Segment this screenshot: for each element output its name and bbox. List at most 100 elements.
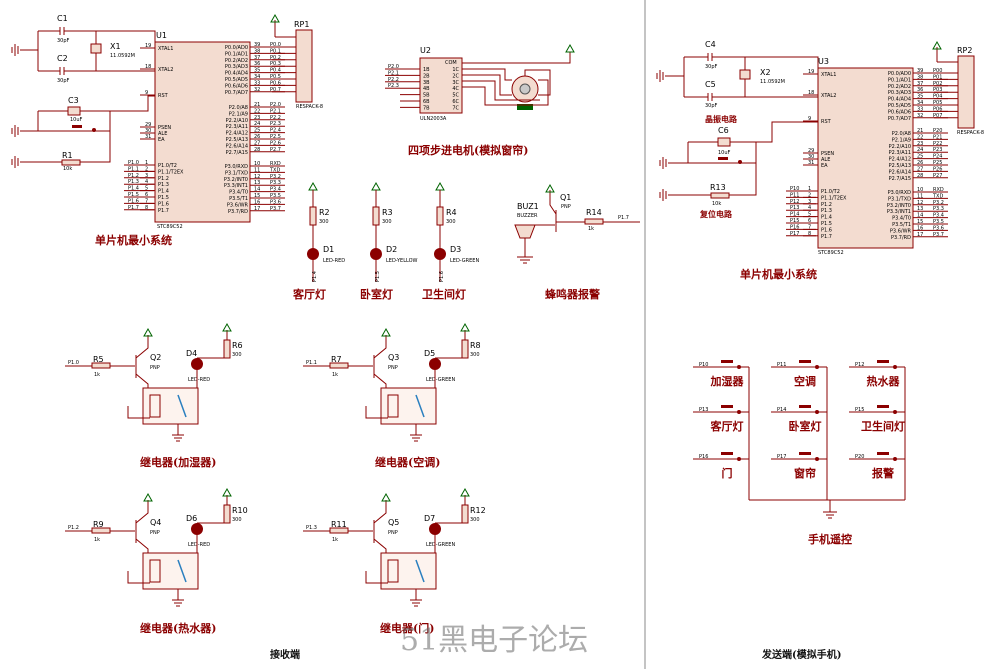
relay-led-resistor xyxy=(461,339,469,359)
relay-r-value: 1k xyxy=(94,372,100,378)
u1-pinnum: 23 xyxy=(254,115,260,121)
u3-pinnum: 14 xyxy=(917,213,923,219)
u1-body xyxy=(154,41,251,223)
relay-rr-value: 300 xyxy=(470,352,480,358)
u1-pinnum: 36 xyxy=(254,61,260,67)
u1-net-label: P0.3 xyxy=(270,61,281,67)
u3-net-label: P06 xyxy=(933,106,942,112)
u3-body xyxy=(817,67,914,249)
u1-pinnum: 11 xyxy=(254,167,260,173)
u3-pinnum: 31 xyxy=(808,160,814,166)
lamp-r-ref: R3 xyxy=(382,208,393,217)
u3-pin-p0-0-ad0: P0.0/AD0 xyxy=(888,71,911,77)
uln-out-2C: 2C xyxy=(452,73,459,79)
u3-pin-ea: EA xyxy=(821,163,828,169)
u1-net-label: P2.1 xyxy=(270,108,281,114)
uln-net: P2.2 xyxy=(388,77,399,83)
relay-contact xyxy=(415,559,425,583)
key-net-label: P11 xyxy=(777,362,786,368)
key-label: 空调 xyxy=(794,374,816,388)
relay-net: P1.1 xyxy=(306,360,317,366)
u1-pinnum: 39 xyxy=(254,42,260,48)
u3-pinnum: 9 xyxy=(808,116,811,122)
u1-pin-p1-5: P1.5 xyxy=(158,195,169,201)
relay-led xyxy=(429,358,441,370)
p1-net-label: P1.7 xyxy=(128,205,139,211)
u3-pin-p0-3-ad3: P0.3/AD3 xyxy=(888,90,911,96)
relay-r-value: 1k xyxy=(94,537,100,543)
relay-led-type: LED-RED xyxy=(188,542,210,548)
relay-net: P1.0 xyxy=(68,360,79,366)
u1-net-label: P2.4 xyxy=(270,128,281,134)
u1-net-label: P3.2 xyxy=(270,174,281,180)
label-stepper: 四项步进电机(模拟窗帘) xyxy=(408,143,528,157)
lamp-led xyxy=(370,248,382,260)
u3-pinnum: 5 xyxy=(808,212,811,218)
u1-net-label: P3.7 xyxy=(270,206,281,212)
relay-q-type: PNP xyxy=(388,530,398,536)
u1-pin-p1-7: P1.7 xyxy=(158,208,169,214)
u3-net-label: RXD xyxy=(933,187,944,193)
u2-ref: U2 xyxy=(420,46,431,55)
u1-pinnum: 8 xyxy=(145,205,148,211)
vcc-symbol xyxy=(460,322,470,332)
u3-pin-p2-1-a9: P2.1/A9 xyxy=(892,137,911,143)
c2-value: 30pF xyxy=(57,78,70,84)
u3-pinnum: 38 xyxy=(917,74,923,80)
u3-net-label: P00 xyxy=(933,68,942,74)
p1-net-label: P1.4 xyxy=(128,186,139,192)
vcc-symbol xyxy=(381,327,391,337)
lamp-group: R2300D1LED-REDP1.4R3300D2LED-YELLOWP1.5R… xyxy=(307,181,479,282)
relay-coil xyxy=(387,394,399,418)
u3-part: STC89C52 xyxy=(818,250,844,256)
u3-pin-p3-4-t0: P3.4/T0 xyxy=(892,216,911,222)
p1-net-label: P1.0 xyxy=(128,160,139,166)
r13-ref: R13 xyxy=(710,183,726,192)
u1-pinnum: 26 xyxy=(254,134,260,140)
key-label: 客厅灯 xyxy=(710,419,744,433)
u1-pinnum: 5 xyxy=(145,186,148,192)
u1-pin-xtal1: XTAL1 xyxy=(158,46,173,52)
u3-pin-rst: RST xyxy=(821,119,832,125)
c3-value: 10uF xyxy=(70,117,83,123)
crystal-circuit-right: C4 30pF C5 30pF X2 11.0592M 晶振电路 xyxy=(656,40,819,124)
key-p11[interactable]: P11 空调 xyxy=(771,360,827,388)
relay-q-ref: Q2 xyxy=(150,353,161,362)
relay-q-type: PNP xyxy=(388,365,398,371)
u1-pin-p2-5-a13: P2.5/A13 xyxy=(226,137,248,143)
uln-out-1C: 1C xyxy=(452,67,459,73)
relay-led-type: LED-GREEN xyxy=(426,377,455,383)
u1-pinnum: 6 xyxy=(145,192,148,198)
relay-q-ref: Q4 xyxy=(150,518,161,527)
relay-rr-ref: R6 xyxy=(232,341,243,350)
u3-pin-p0-5-ad5: P0.5/AD5 xyxy=(888,103,911,109)
u1-pinnum: 13 xyxy=(254,180,260,186)
x1-value: 11.0592M xyxy=(110,53,135,59)
lamp-led-type: LED-YELLOW xyxy=(386,258,418,264)
relay-contact xyxy=(177,559,187,583)
relay-led xyxy=(191,523,203,535)
u3-pinnum: 21 xyxy=(917,128,923,134)
u3-net-label: P3.2 xyxy=(933,200,944,206)
u3-pinnum: 22 xyxy=(917,134,923,140)
u1-pinnum: 3 xyxy=(145,173,148,179)
u1-pin-p3-5-t1: P3.5/T1 xyxy=(229,196,248,202)
relay-led-resistor xyxy=(223,339,231,359)
relay-r-value: 1k xyxy=(332,372,338,378)
u1-net-label: P0.1 xyxy=(270,48,281,54)
label-lamp-bath: 卫生间灯 xyxy=(422,287,466,301)
lamp-r-value: 300 xyxy=(319,219,329,225)
u1-pinnum: 21 xyxy=(254,102,260,108)
u1-pin-p0-6-ad6: P0.6/AD6 xyxy=(225,83,248,89)
c6-value: 10uF xyxy=(718,150,731,156)
